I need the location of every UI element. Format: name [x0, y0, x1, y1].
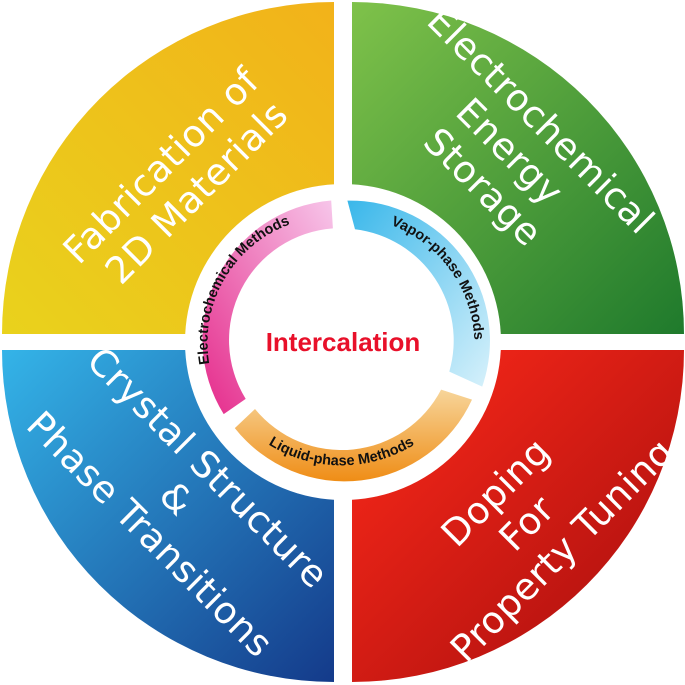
ring-vapor — [347, 200, 490, 387]
center-label: Intercalation — [266, 327, 421, 357]
ring-liquid — [234, 389, 472, 482]
ring-electrochemical — [202, 200, 333, 415]
